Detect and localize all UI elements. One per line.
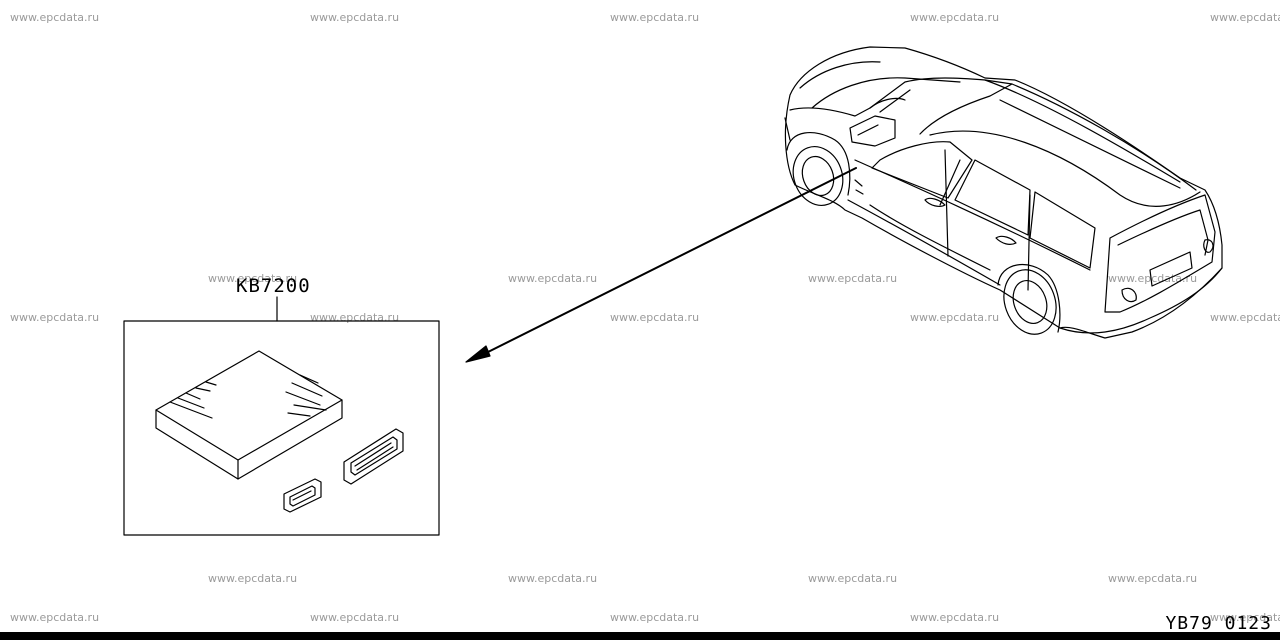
pointer-arrow xyxy=(465,167,857,363)
watermark-text: www.epcdata.ru xyxy=(610,11,700,24)
part-number-label: KB7200 xyxy=(236,275,311,297)
vehicle-drawing xyxy=(784,46,1223,339)
watermark-text: www.epcdata.ru xyxy=(1108,572,1198,585)
diagram-page-code: YB79 0123 xyxy=(1165,613,1272,634)
filter-element-drawing xyxy=(155,350,343,480)
clip-large-drawing xyxy=(343,428,404,485)
watermark-text: www.epcdata.ru xyxy=(508,272,598,285)
watermark-text: www.epcdata.ru xyxy=(1210,311,1280,324)
watermark-text: www.epcdata.ru xyxy=(10,611,100,624)
watermark-text: www.epcdata.ru xyxy=(910,11,1000,24)
watermark-text: www.epcdata.ru xyxy=(10,311,100,324)
watermark-text: www.epcdata.ru xyxy=(208,572,298,585)
watermark-text: www.epcdata.ru xyxy=(808,572,898,585)
kit-frame xyxy=(123,320,440,536)
watermark-text: www.epcdata.ru xyxy=(310,611,400,624)
watermark-text: www.epcdata.ru xyxy=(1210,11,1280,24)
watermark-text: www.epcdata.ru xyxy=(808,272,898,285)
clip-small-drawing xyxy=(283,478,322,513)
watermark-text: www.epcdata.ru xyxy=(610,311,700,324)
watermark-text: www.epcdata.ru xyxy=(1210,611,1280,624)
watermark-text: www.epcdata.ru xyxy=(508,572,598,585)
watermark-text: www.epcdata.ru xyxy=(910,311,1000,324)
watermark-text: www.epcdata.ru xyxy=(910,611,1000,624)
watermark-text: www.epcdata.ru xyxy=(610,611,700,624)
watermark-text: www.epcdata.ru xyxy=(208,272,298,285)
watermark-text: www.epcdata.ru xyxy=(10,11,100,24)
bottom-border-bar xyxy=(0,632,1280,640)
watermark-text: www.epcdata.ru xyxy=(310,11,400,24)
